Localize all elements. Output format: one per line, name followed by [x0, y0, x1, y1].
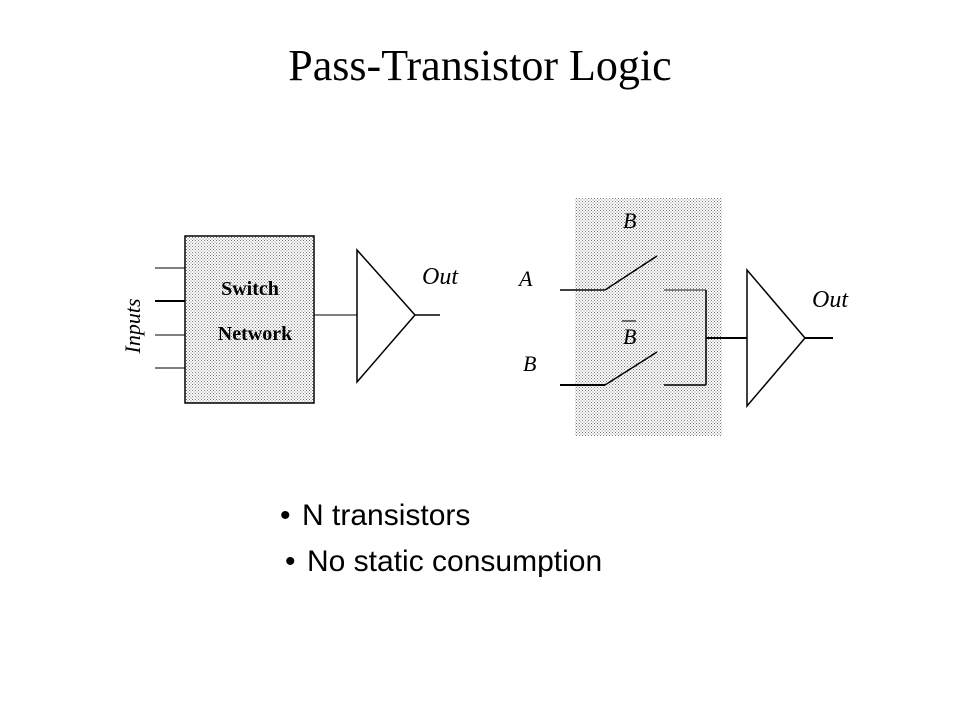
input-b-label: B [523, 351, 536, 376]
inputs-label: Inputs [120, 299, 145, 355]
bullet-dot: • [280, 499, 291, 532]
top-switch [604, 255, 658, 291]
switch-network-box [184, 235, 315, 404]
switch-network-diagram: Inputs Switch Network Out [120, 235, 459, 404]
buffer-triangle-right [746, 267, 806, 409]
input-a-label: A [517, 266, 533, 291]
bottom-control-label: B [623, 324, 636, 349]
bullet-text: No static consumption [307, 545, 603, 578]
bottom-switch [604, 351, 658, 386]
bullet-list: •N transistors •No static consumption [280, 496, 602, 588]
network-label: Network [218, 323, 293, 345]
bullet-item-no-static-consumption: • No static consumption [280, 542, 602, 588]
buffer-triangle [356, 248, 416, 385]
bullet-dot: • [285, 545, 296, 578]
out-label-right: Out [812, 287, 849, 313]
bullet-item-n-transistors: • N transistors [280, 496, 602, 542]
switch-region [575, 198, 722, 436]
out-label-left: Out [422, 264, 459, 290]
top-control-label: B [623, 208, 636, 233]
input-lines [155, 267, 185, 369]
pass-transistor-example: B A B B Out [517, 198, 849, 436]
switch-label: Switch [221, 278, 279, 300]
bullet-text: N transistors [302, 499, 471, 532]
slide-title: Pass-Transistor Logic [288, 41, 672, 90]
